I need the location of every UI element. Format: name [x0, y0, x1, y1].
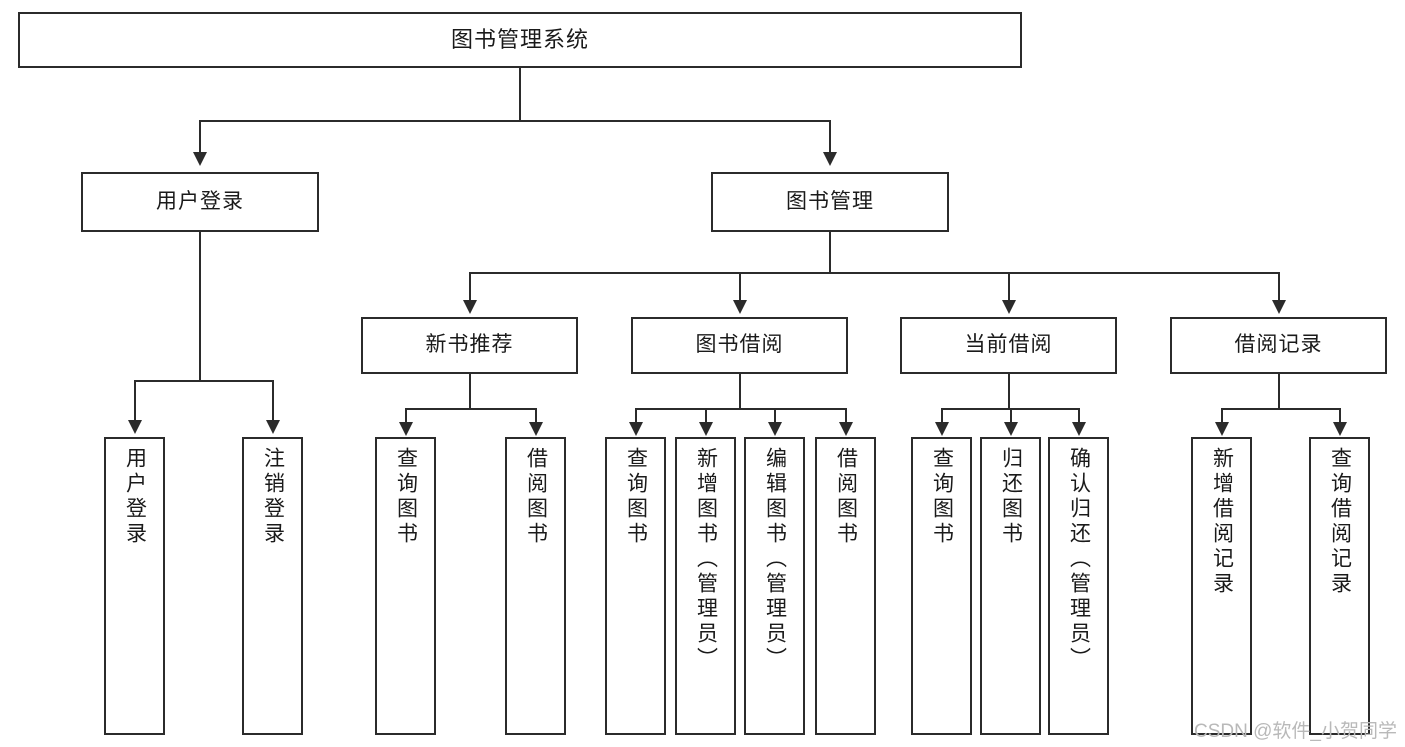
leaf-query-book-current[interactable]: 查询图书: [911, 437, 972, 735]
node-user-login[interactable]: 用户登录: [81, 172, 319, 232]
node-label: 用户登录: [123, 447, 147, 547]
connector-book-manage-to-current-borrow: [1008, 272, 1010, 300]
connector-book-borrow-to-leaf-3: [774, 408, 776, 424]
leaf-edit-book-admin[interactable]: 编辑图书（管理员）: [744, 437, 805, 735]
arrowhead-borrow-record-to-leaf-1: [1215, 422, 1229, 436]
node-label: 查询图书: [394, 447, 418, 547]
connector-borrow-record-stem: [1278, 374, 1280, 408]
leaf-user-login[interactable]: 用户登录: [104, 437, 165, 735]
connector-root-to-user-login: [199, 120, 201, 152]
leaf-confirm-return-admin[interactable]: 确认归还（管理员）: [1048, 437, 1109, 735]
node-label: 注销登录: [261, 447, 285, 547]
leaf-query-book-new-book[interactable]: 查询图书: [375, 437, 436, 735]
node-label: 新增借阅记录: [1210, 447, 1234, 597]
node-label: 用户登录: [156, 189, 244, 213]
node-book-management[interactable]: 图书管理: [711, 172, 949, 232]
connector-user-login-to-leaf-2: [272, 380, 274, 420]
connector-borrow-record-to-leaf-2: [1339, 408, 1341, 424]
connector-book-borrow-to-leaf-4: [845, 408, 847, 424]
node-label: 借阅图书: [834, 447, 858, 547]
node-label: 编辑图书（管理员）: [763, 447, 787, 672]
connector-book-manage-to-new-book: [469, 272, 471, 300]
arrowhead-book-manage-to-borrow-record: [1272, 300, 1286, 314]
connector-root-to-book-manage: [829, 120, 831, 152]
node-label: 借阅图书: [524, 447, 548, 547]
connector-book-borrow-bus: [635, 408, 846, 410]
arrowhead-user-login-to-leaf-1: [128, 420, 142, 434]
connector-new-book-to-leaf-2: [535, 408, 537, 424]
arrowhead-root-to-user-login: [193, 152, 207, 166]
leaf-borrow-book-new-book[interactable]: 借阅图书: [505, 437, 566, 735]
node-label: 新增图书（管理员）: [694, 447, 718, 672]
connector-new-book-to-leaf-1: [405, 408, 407, 424]
arrowhead-book-borrow-to-leaf-4: [839, 422, 853, 436]
node-label: 查询图书: [624, 447, 648, 547]
node-root-book-management-system[interactable]: 图书管理系统: [18, 12, 1022, 68]
node-label: 新书推荐: [425, 333, 514, 357]
leaf-logout[interactable]: 注销登录: [242, 437, 303, 735]
arrowhead-borrow-record-to-leaf-2: [1333, 422, 1347, 436]
arrowhead-book-manage-to-new-book: [463, 300, 477, 314]
node-label: 确认归还（管理员）: [1067, 447, 1091, 672]
connector-book-borrow-stem: [739, 374, 741, 408]
leaf-query-book-borrow[interactable]: 查询图书: [605, 437, 666, 735]
connector-root-bus: [199, 120, 831, 122]
node-label: 归还图书: [999, 447, 1023, 547]
node-label: 图书管理系统: [450, 27, 589, 53]
arrowhead-book-manage-to-book-borrow: [733, 300, 747, 314]
node-label: 图书管理: [786, 189, 874, 213]
arrowhead-new-book-to-leaf-2: [529, 422, 543, 436]
connector-user-login-bus: [134, 380, 272, 382]
connector-book-manage-stem: [829, 232, 831, 272]
connector-user-login-stem: [199, 232, 201, 380]
connector-borrow-record-to-leaf-1: [1221, 408, 1223, 424]
arrowhead-book-borrow-to-leaf-1: [629, 422, 643, 436]
leaf-add-book-admin[interactable]: 新增图书（管理员）: [675, 437, 736, 735]
connector-borrow-record-bus: [1221, 408, 1339, 410]
leaf-return-book[interactable]: 归还图书: [980, 437, 1041, 735]
leaf-borrow-book-borrow[interactable]: 借阅图书: [815, 437, 876, 735]
connector-book-manage-to-borrow-record: [1278, 272, 1280, 300]
arrowhead-current-borrow-to-leaf-2: [1004, 422, 1018, 436]
arrowhead-book-borrow-to-leaf-2: [699, 422, 713, 436]
connector-user-login-to-leaf-1: [134, 380, 136, 420]
arrowhead-book-borrow-to-leaf-3: [768, 422, 782, 436]
leaf-add-borrow-record[interactable]: 新增借阅记录: [1191, 437, 1252, 735]
node-label: 图书借阅: [695, 333, 784, 357]
arrowhead-user-login-to-leaf-2: [266, 420, 280, 434]
connector-book-borrow-to-leaf-2: [705, 408, 707, 424]
node-new-book-recommendation[interactable]: 新书推荐: [361, 317, 578, 374]
connector-current-borrow-to-leaf-2: [1010, 408, 1012, 424]
connector-current-borrow-bus: [941, 408, 1078, 410]
node-label: 当前借阅: [964, 333, 1053, 357]
node-current-borrowing[interactable]: 当前借阅: [900, 317, 1117, 374]
connector-new-book-bus: [405, 408, 535, 410]
arrowhead-current-borrow-to-leaf-1: [935, 422, 949, 436]
arrowhead-root-to-book-manage: [823, 152, 837, 166]
connector-root-stem: [519, 68, 521, 120]
node-label: 查询图书: [930, 447, 954, 547]
arrowhead-new-book-to-leaf-1: [399, 422, 413, 436]
connector-book-manage-to-book-borrow: [739, 272, 741, 300]
arrowhead-book-manage-to-current-borrow: [1002, 300, 1016, 314]
connector-current-borrow-to-leaf-1: [941, 408, 943, 424]
leaf-query-borrow-record[interactable]: 查询借阅记录: [1309, 437, 1370, 735]
connector-current-borrow-to-leaf-3: [1078, 408, 1080, 424]
connector-new-book-stem: [469, 374, 471, 408]
node-label: 查询借阅记录: [1328, 447, 1352, 597]
csdn-watermark: CSDN @软件_小贺同学: [1194, 721, 1397, 742]
arrowhead-current-borrow-to-leaf-3: [1072, 422, 1086, 436]
connector-current-borrow-stem: [1008, 374, 1010, 408]
node-label: 借阅记录: [1234, 333, 1323, 357]
connector-book-borrow-to-leaf-1: [635, 408, 637, 424]
node-book-borrowing[interactable]: 图书借阅: [631, 317, 848, 374]
connector-book-manage-bus: [469, 272, 1280, 274]
node-borrowing-record[interactable]: 借阅记录: [1170, 317, 1387, 374]
